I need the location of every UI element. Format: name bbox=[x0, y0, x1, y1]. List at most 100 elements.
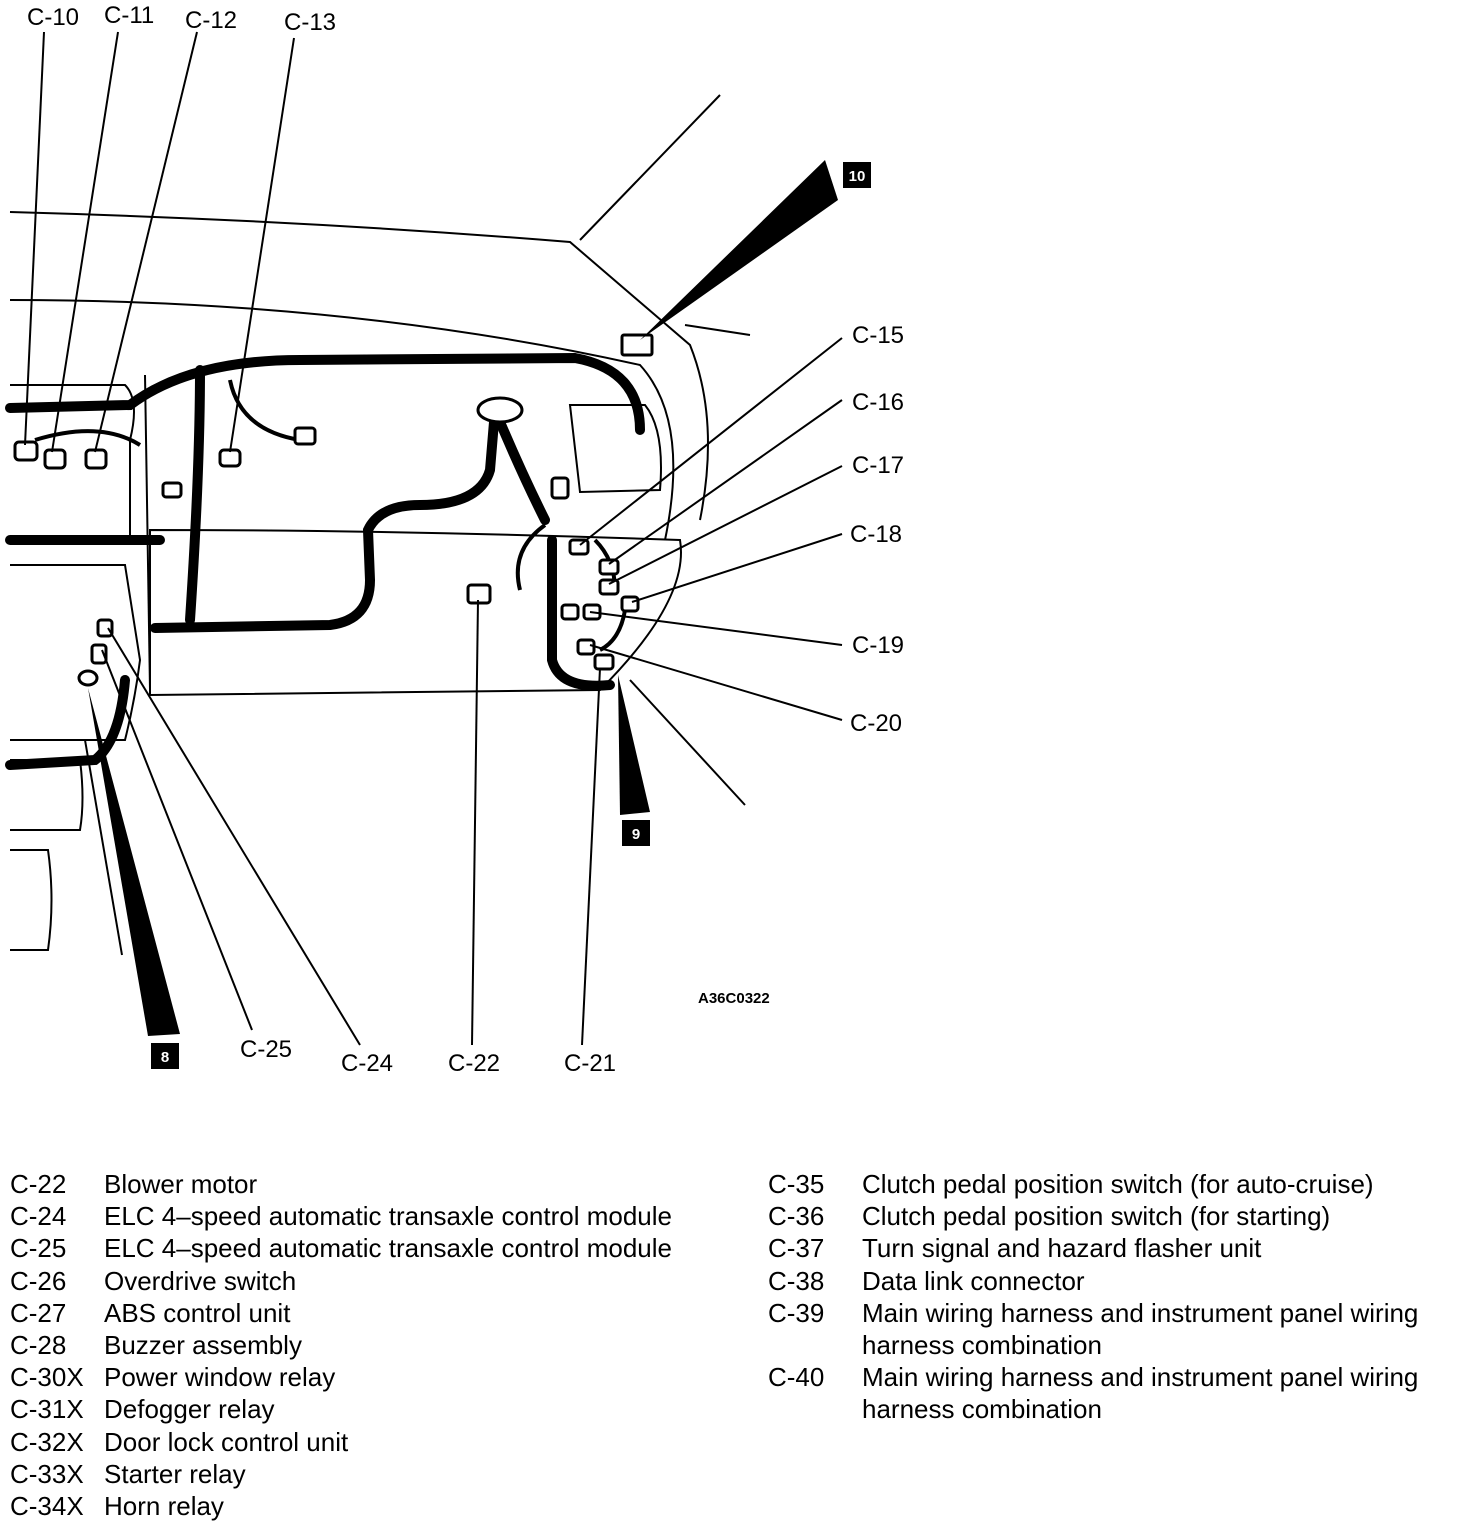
edge-line-c bbox=[629, 679, 746, 806]
marker-box-10 bbox=[843, 162, 871, 188]
legend-code: C-40 bbox=[768, 1362, 825, 1393]
legend-desc: Main wiring harness and instrument panel… bbox=[862, 1362, 1419, 1425]
dash-outline-mid bbox=[9, 299, 675, 541]
legend-code: C-37 bbox=[768, 1233, 825, 1264]
harness-branch-down bbox=[185, 365, 205, 625]
connector-c13 bbox=[218, 448, 242, 468]
harness-small-b bbox=[228, 379, 301, 442]
leader-c16 bbox=[608, 399, 843, 565]
connector-relay bbox=[620, 333, 654, 357]
legend-row: C-24 ELC 4–speed automatic transaxle cont… bbox=[10, 1200, 730, 1232]
edge-line-d bbox=[84, 739, 123, 956]
legend-desc: Blower motor bbox=[104, 1169, 258, 1199]
marker-9-label: 9 bbox=[632, 826, 640, 843]
leader-c10 bbox=[24, 31, 45, 446]
legend-desc: ABS control unit bbox=[104, 1297, 291, 1328]
leader-c19 bbox=[589, 611, 843, 646]
legend-desc: Main wiring harness and instrument panel… bbox=[862, 1297, 1419, 1361]
connector-c21 bbox=[593, 653, 615, 671]
legend-row: C-40 Main wiring harness and instrument p… bbox=[768, 1361, 1472, 1425]
callout-c12: C-12 bbox=[185, 7, 237, 34]
callout-c18: C-18 bbox=[850, 521, 902, 548]
left-panel-lower bbox=[10, 564, 142, 741]
harness-lower-left bbox=[5, 675, 130, 770]
callout-c24: C-24 bbox=[341, 1050, 393, 1077]
grommet bbox=[476, 396, 524, 424]
legend-desc: Power window relay bbox=[104, 1362, 336, 1393]
legend-code: C-31X bbox=[10, 1394, 84, 1425]
marker-box-8 bbox=[151, 1043, 179, 1069]
connector-c17 bbox=[598, 578, 620, 596]
leader-c22 bbox=[471, 599, 479, 1046]
legend-row: C-38 Data link connector bbox=[768, 1265, 1472, 1297]
harness-lower bbox=[150, 405, 500, 633]
callout-c11: C-11 bbox=[104, 2, 154, 29]
leader-c21 bbox=[581, 667, 601, 1046]
edge-line-b bbox=[684, 324, 751, 336]
legend-desc: Defogger relay bbox=[104, 1394, 275, 1425]
leader-c15 bbox=[579, 337, 843, 546]
legend-desc: Door lock control unit bbox=[104, 1426, 349, 1457]
connector-c18 bbox=[620, 595, 640, 613]
connector-c20 bbox=[576, 638, 596, 656]
legend-desc: Horn relay bbox=[104, 1491, 224, 1522]
connector-c19a bbox=[560, 603, 580, 621]
callout-c13: C-13 bbox=[284, 9, 336, 36]
legend-code: C-39 bbox=[768, 1297, 825, 1328]
legend-code: C-24 bbox=[10, 1201, 67, 1232]
figure-code: A36C0322 bbox=[698, 990, 770, 1007]
legend-row: C-34X Horn relay bbox=[10, 1490, 730, 1522]
marker-10-label: 10 bbox=[849, 168, 866, 185]
callout-c21: C-21 bbox=[564, 1050, 616, 1077]
lower-box-b bbox=[10, 849, 53, 951]
harness-small-a bbox=[34, 429, 142, 447]
marker-8-label: 8 bbox=[161, 1049, 169, 1066]
legend-row: C-31X Defogger relay bbox=[10, 1393, 730, 1425]
connector-c25 bbox=[90, 643, 108, 665]
dash-outline-upper bbox=[9, 211, 709, 521]
legend-desc: Turn signal and hazard flasher unit bbox=[862, 1233, 1262, 1264]
connector-c22 bbox=[466, 583, 492, 605]
legend-code: C-28 bbox=[10, 1330, 67, 1361]
legend-code: C-33X bbox=[10, 1458, 84, 1489]
legend-desc: Data link connector bbox=[862, 1265, 1085, 1296]
legend-code: C-38 bbox=[768, 1265, 825, 1296]
connector-c11 bbox=[43, 448, 67, 470]
legend-code: C-25 bbox=[10, 1233, 67, 1264]
legend-row: C-25 ELC 4–speed automatic transaxle cont… bbox=[10, 1232, 730, 1264]
leader-c18 bbox=[631, 533, 843, 603]
callout-c15: C-15 bbox=[852, 322, 904, 349]
callout-c19: C-19 bbox=[852, 632, 904, 659]
legend-code: C-34X bbox=[10, 1491, 84, 1522]
legend-code: C-26 bbox=[10, 1265, 67, 1296]
legend-desc: ELC 4–speed automatic transaxle control … bbox=[104, 1201, 672, 1232]
connector-small-round bbox=[77, 669, 99, 687]
connector-c12 bbox=[84, 448, 108, 470]
legend-row: C-22 Blower motor bbox=[10, 1168, 730, 1200]
legend-desc: Starter relay bbox=[104, 1458, 246, 1489]
callout-c20: C-20 bbox=[850, 710, 902, 737]
harness-main bbox=[5, 352, 645, 435]
legend-row: C-39 Main wiring harness and instrument p… bbox=[768, 1297, 1472, 1361]
marker-box-9 bbox=[622, 820, 650, 846]
dash-outline-lower bbox=[149, 528, 682, 697]
connector-top bbox=[293, 426, 317, 446]
connector-c16 bbox=[598, 558, 620, 576]
leader-c11 bbox=[51, 31, 119, 453]
legend-desc: ELC 4–speed automatic transaxle control … bbox=[104, 1233, 672, 1264]
glovebox-outline bbox=[568, 404, 662, 494]
legend-code: C-22 bbox=[10, 1169, 67, 1199]
leader-c12 bbox=[94, 31, 198, 453]
legend-desc: Clutch pedal position switch (for starti… bbox=[862, 1201, 1331, 1232]
connector-center bbox=[550, 476, 570, 500]
harness-center bbox=[490, 405, 550, 525]
edge-line-a bbox=[579, 94, 721, 241]
pointer-8 bbox=[88, 688, 180, 1036]
